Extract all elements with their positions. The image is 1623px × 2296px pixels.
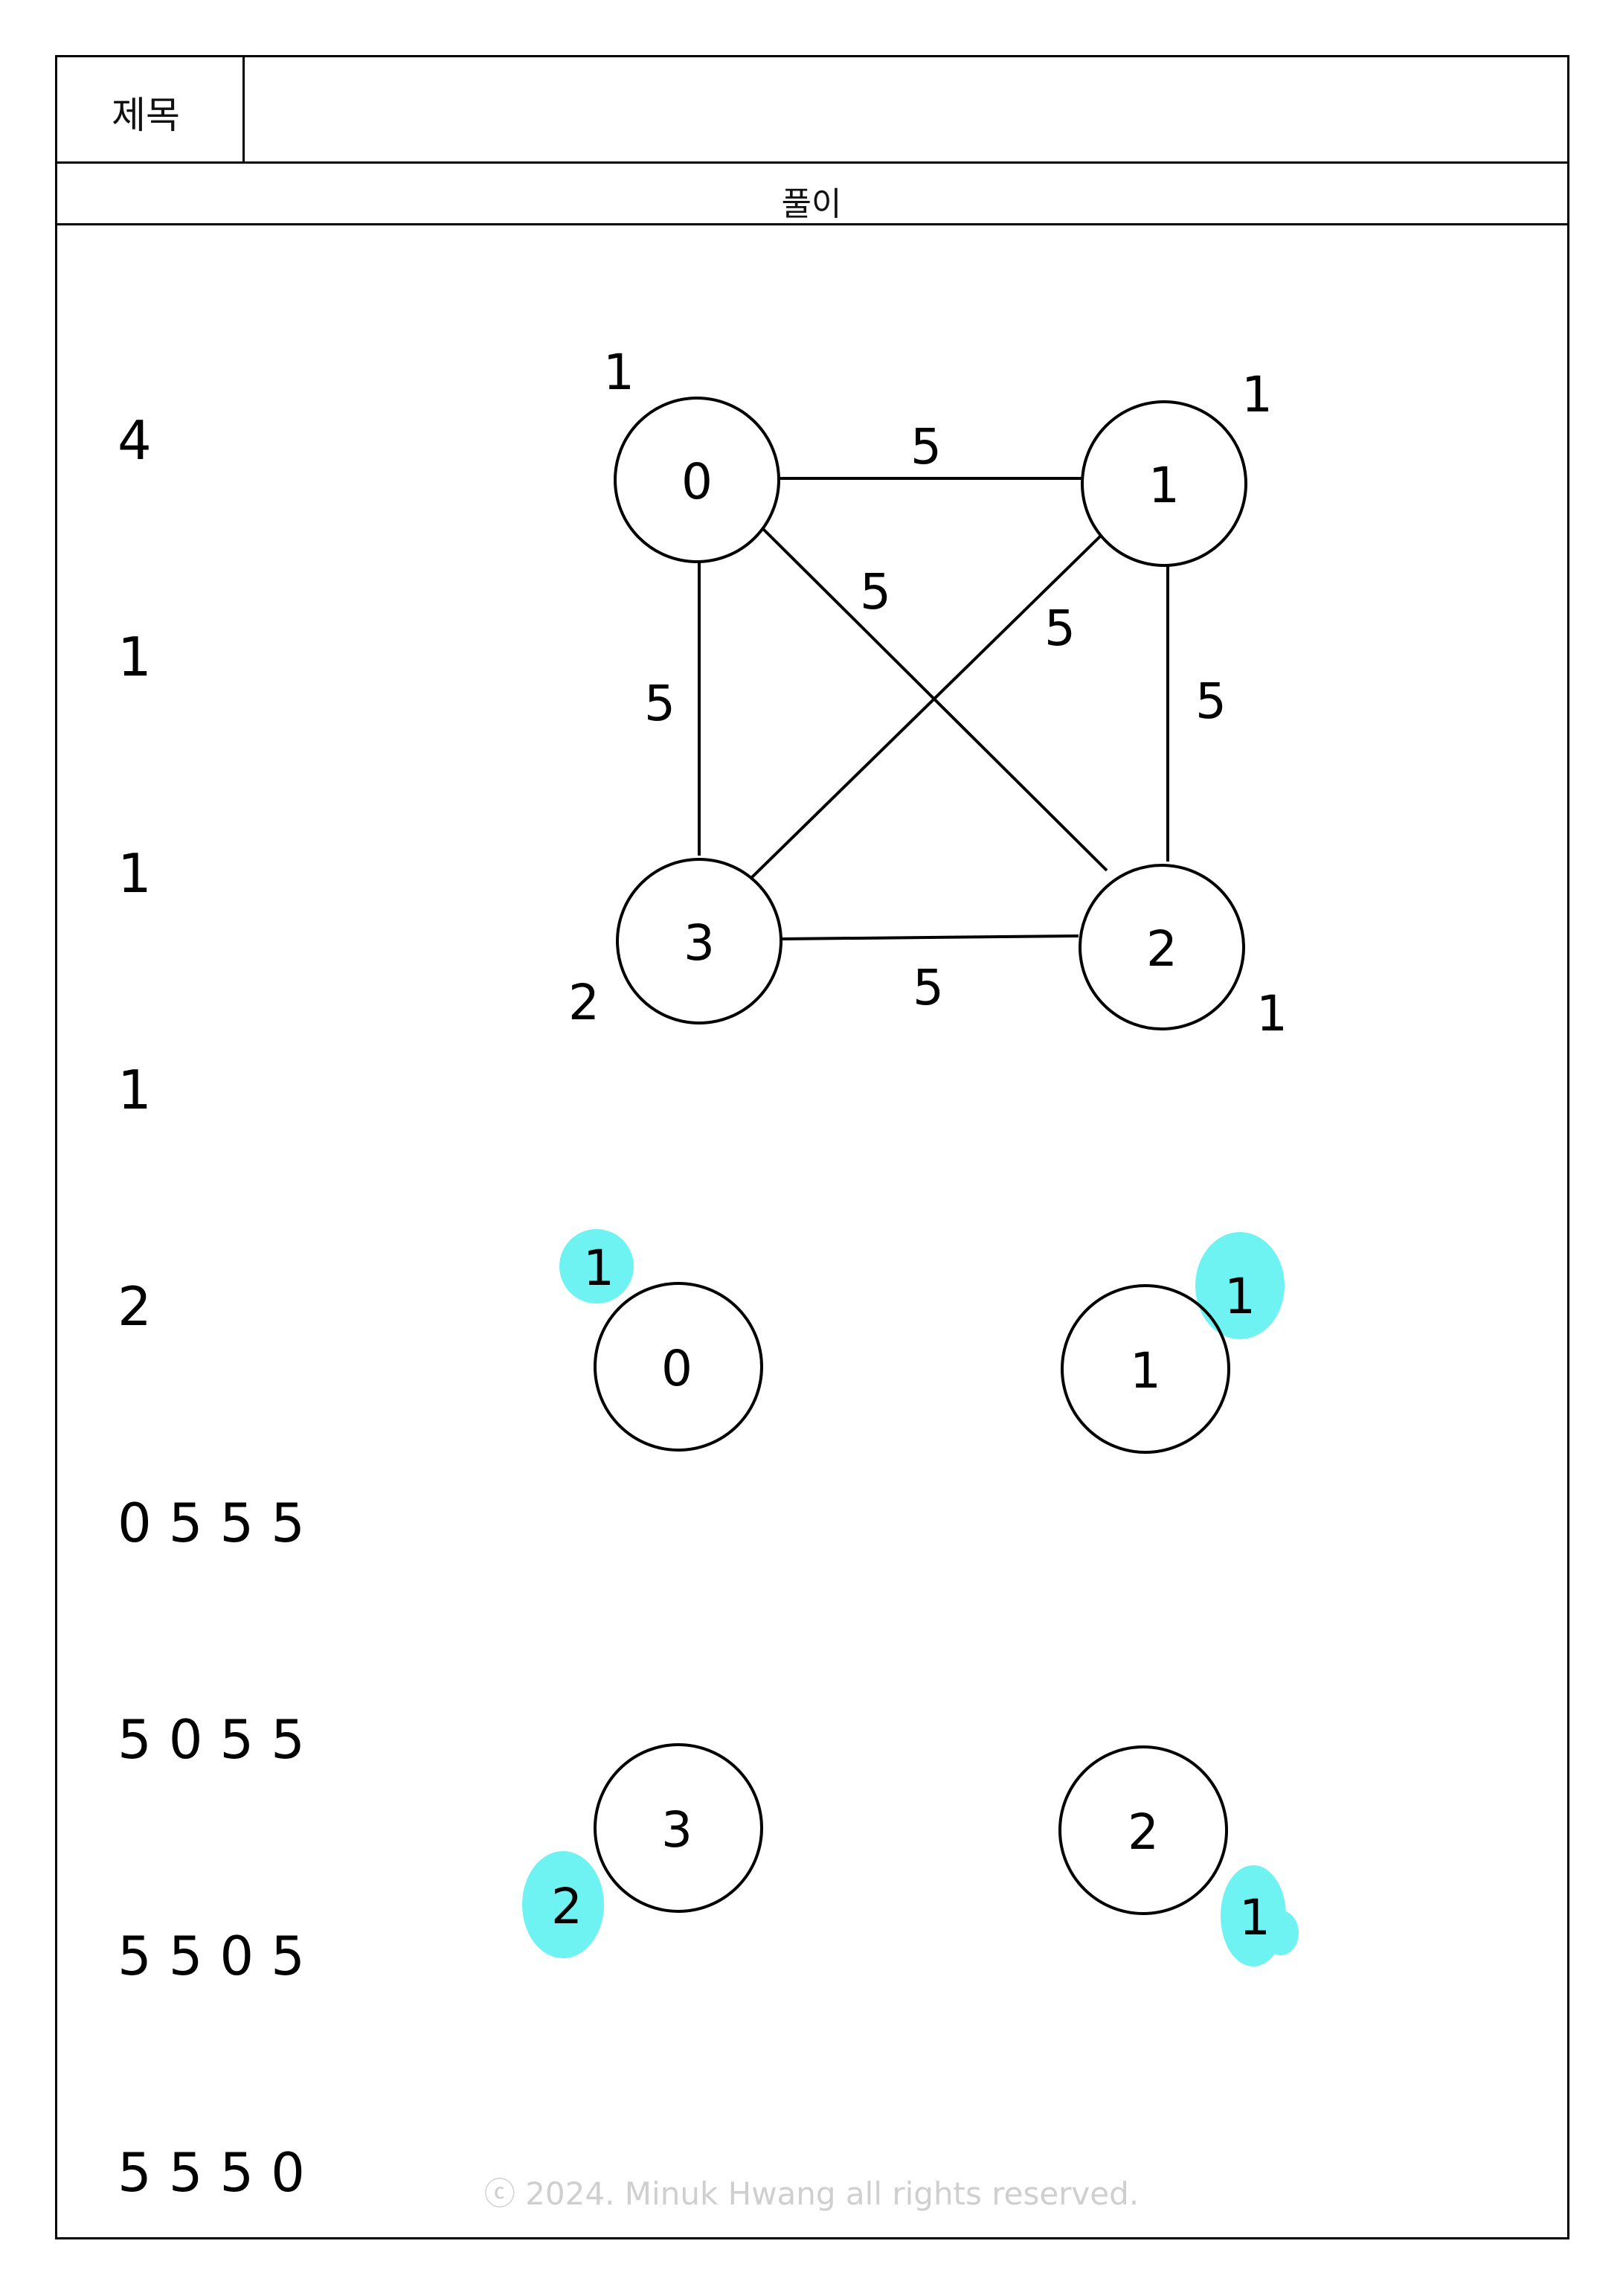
graph-node-label: 2 [1146,920,1177,978]
isolated-node-weight: 1 [583,1240,614,1297]
graph-node-weight: 1 [1241,366,1273,423]
input-line: 0 5 5 5 [118,1492,305,1554]
graph-node-weight: 2 [568,974,600,1031]
page-frame [55,55,1569,2239]
isolated-node-label: 0 [661,1340,692,1397]
input-line: 1 [118,626,152,688]
isolated-node-label: 1 [1130,1342,1161,1399]
edge-weight-label: 5 [644,675,675,732]
isolated-node-3 [594,1743,763,1913]
isolated-node-weight: 2 [551,1878,582,1935]
isolated-node-label: 2 [1128,1803,1159,1861]
edge-1-3 [750,534,1102,879]
highlight-mark [522,1851,604,1958]
highlight-mark [1263,1911,1299,1955]
input-block: 4 1 1 1 2 0 5 5 5 5 0 5 5 5 5 0 5 5 5 5 … [118,260,305,2281]
header-divider [55,161,1569,164]
isolated-node-2 [1058,1745,1228,1915]
edge-weight-label: 5 [860,563,891,621]
isolated-node-label: 3 [661,1801,692,1859]
edge-weight-label: 5 [913,959,944,1016]
input-line: 2 [118,1275,152,1338]
graph-node-2 [1079,864,1245,1030]
title-column-divider [242,55,245,162]
graph-node-label: 3 [684,914,715,972]
edge-3-2 [780,934,1079,940]
graph-node-1 [1081,400,1247,567]
graph-node-0 [614,397,780,563]
graph-node-weight: 1 [603,344,634,401]
graph-node-label: 0 [681,453,713,510]
graph-node-label: 1 [1148,457,1180,514]
edge-weight-label: 5 [910,418,942,475]
weight-highlights [522,1229,1299,1966]
isolated-node-weight: 1 [1239,1889,1270,1946]
title-label: 제목 [112,94,180,137]
isolated-node-0 [594,1282,763,1452]
input-line: 5 0 5 5 [118,1708,305,1771]
input-line: 5 5 0 5 [118,1925,305,1987]
section-label: 풀이 [781,185,842,223]
graph-node-weight: 1 [1256,985,1288,1042]
copyright-footer: ⓒ 2024. Minuk Hwang all rights reserved. [483,2175,1140,2212]
input-line: 1 [118,1059,152,1121]
highlight-mark [559,1229,634,1303]
graph-node-3 [616,858,782,1024]
isolated-node-1 [1061,1284,1230,1454]
input-line: 4 [118,409,152,472]
highlight-mark [1195,1232,1285,1339]
section-divider [55,223,1569,225]
input-line: 5 5 5 0 [118,2141,305,2204]
edge-weight-label: 5 [1195,673,1227,730]
input-line: 1 [118,842,152,905]
isolated-node-weight: 1 [1224,1268,1256,1325]
edge-weight-label: 5 [1044,600,1076,657]
